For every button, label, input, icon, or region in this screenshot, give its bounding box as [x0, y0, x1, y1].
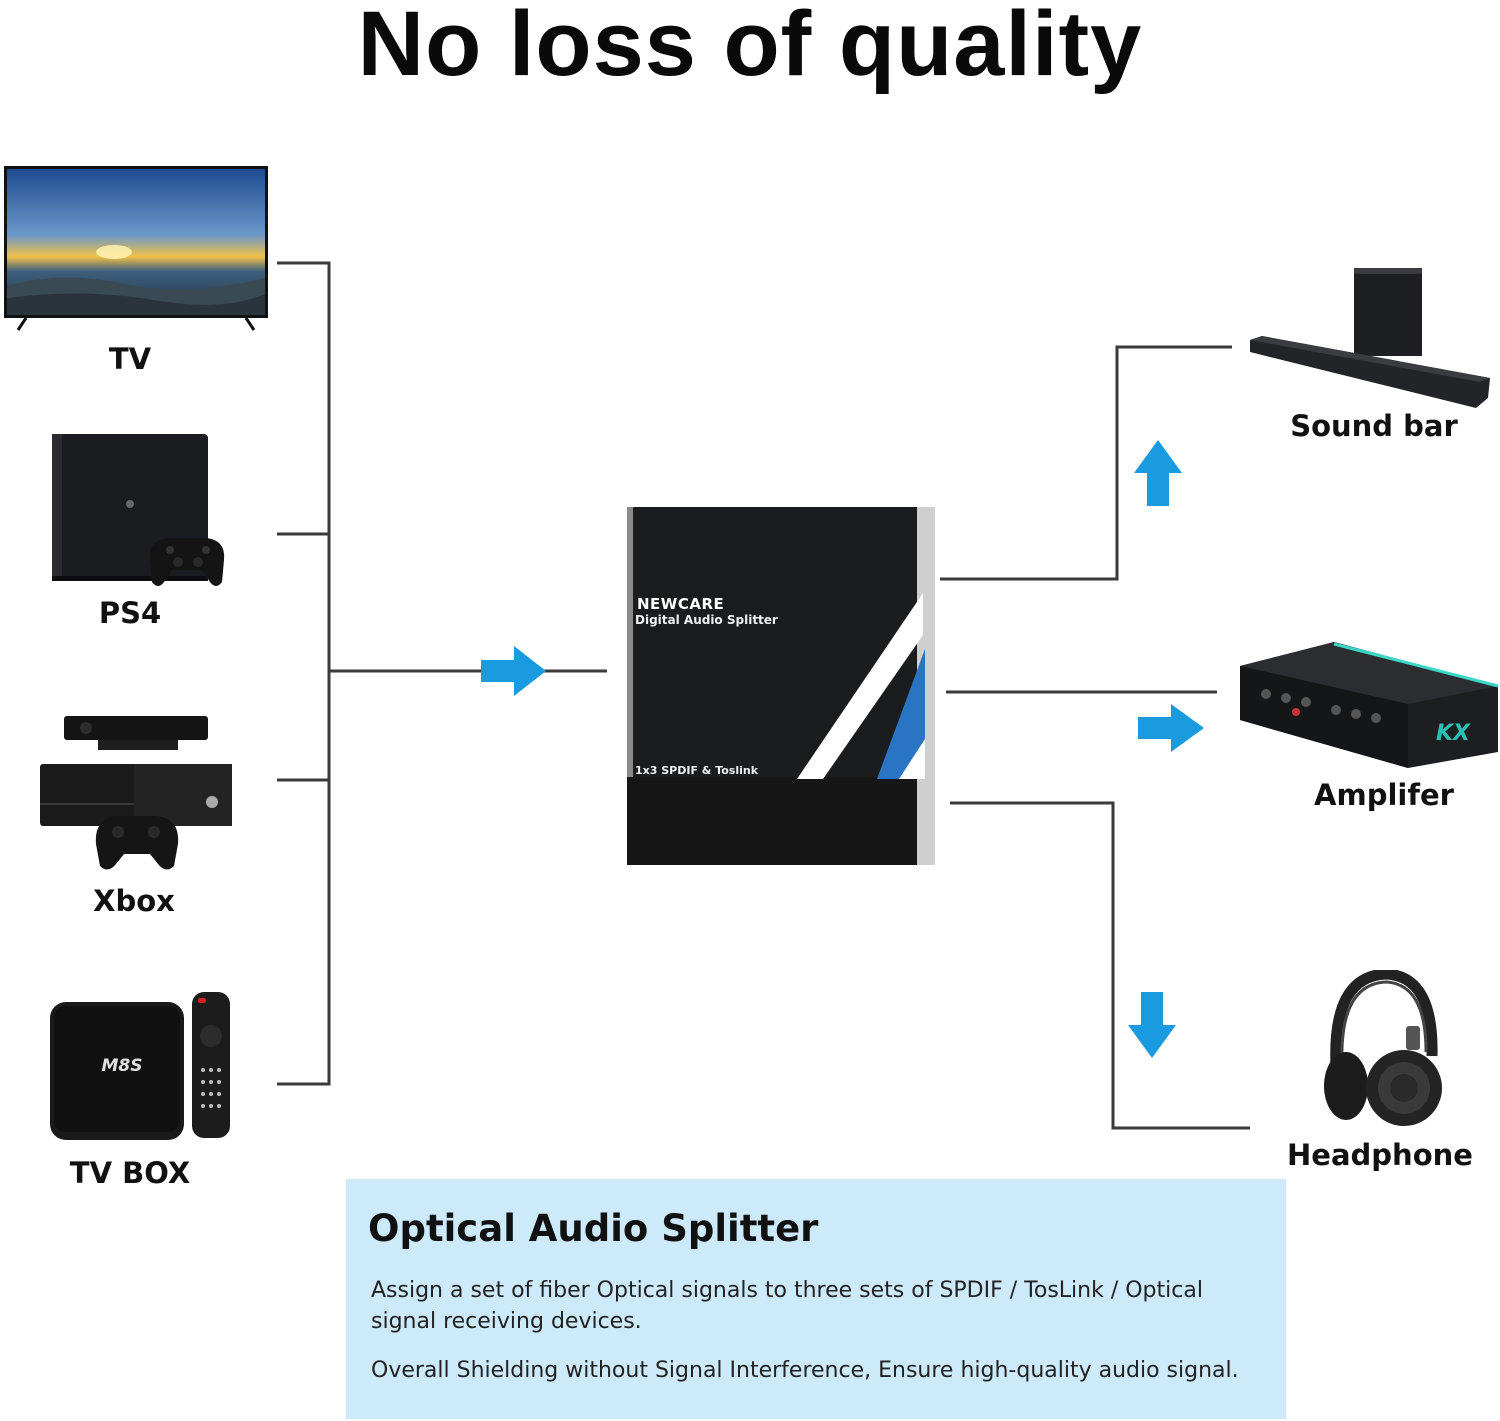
- amplifier-device: KX: [1236, 640, 1500, 770]
- game-console-icon: [52, 434, 225, 586]
- tv-label: TV: [108, 342, 152, 376]
- input-bus-line: [277, 261, 331, 1086]
- tvbox-label: TV BOX: [69, 1156, 191, 1190]
- tvbox-brand-mark: M8S: [101, 1056, 143, 1076]
- headphone-label: Headphone: [1287, 1138, 1473, 1172]
- splitter-product-name: Digital Audio Splitter: [635, 613, 778, 627]
- info-description-1: Assign a set of fiber Optical signals to…: [371, 1278, 1203, 1334]
- splitter-brand: NEWCARE: [637, 595, 725, 613]
- splitter-device: NEWCARE Digital Audio Splitter 1x3 SPDIF…: [627, 507, 935, 865]
- info-title: Optical Audio Splitter: [368, 1207, 819, 1250]
- output-lines: [940, 345, 1250, 1130]
- game-console-icon: [40, 716, 232, 870]
- info-description-2: Overall Shielding without Signal Interfe…: [371, 1358, 1239, 1383]
- arrow-right-icon: [481, 646, 546, 696]
- arrow-right-icon: [1138, 704, 1204, 752]
- soundbar-device: [1248, 266, 1492, 412]
- input-bus-lines: [277, 261, 607, 1086]
- amplifier-icon: KX: [1240, 642, 1499, 768]
- amplifier-label: Amplifer: [1314, 778, 1454, 812]
- tvbox-device: M8S: [48, 990, 236, 1142]
- headphone-wire: [950, 801, 1250, 1130]
- splitter-spec: 1x3 SPDIF & Toslink: [635, 764, 759, 777]
- tv-device: [4, 166, 268, 332]
- xbox-device: [38, 714, 236, 874]
- sound-bar-icon: [1250, 268, 1490, 408]
- soundbar-label: Sound bar: [1290, 409, 1458, 443]
- ps4-label: PS4: [98, 596, 162, 630]
- info-panel: Optical Audio Splitter Assign a set of f…: [346, 1179, 1286, 1419]
- ps4-device: [50, 432, 235, 592]
- svg-text:KX: KX: [1436, 721, 1471, 746]
- page-title: No loss of quality: [357, 0, 1143, 95]
- arrow-up-icon: [1134, 440, 1182, 506]
- xbox-label: Xbox: [93, 884, 175, 918]
- headphone-device: [1322, 968, 1442, 1130]
- tv-icon: [4, 166, 268, 331]
- arrow-down-icon: [1128, 992, 1176, 1058]
- soundbar-wire: [940, 345, 1232, 581]
- headphone-icon: [1324, 968, 1442, 1126]
- tv-box-icon: [50, 992, 230, 1140]
- audio-splitter-icon: [627, 507, 935, 865]
